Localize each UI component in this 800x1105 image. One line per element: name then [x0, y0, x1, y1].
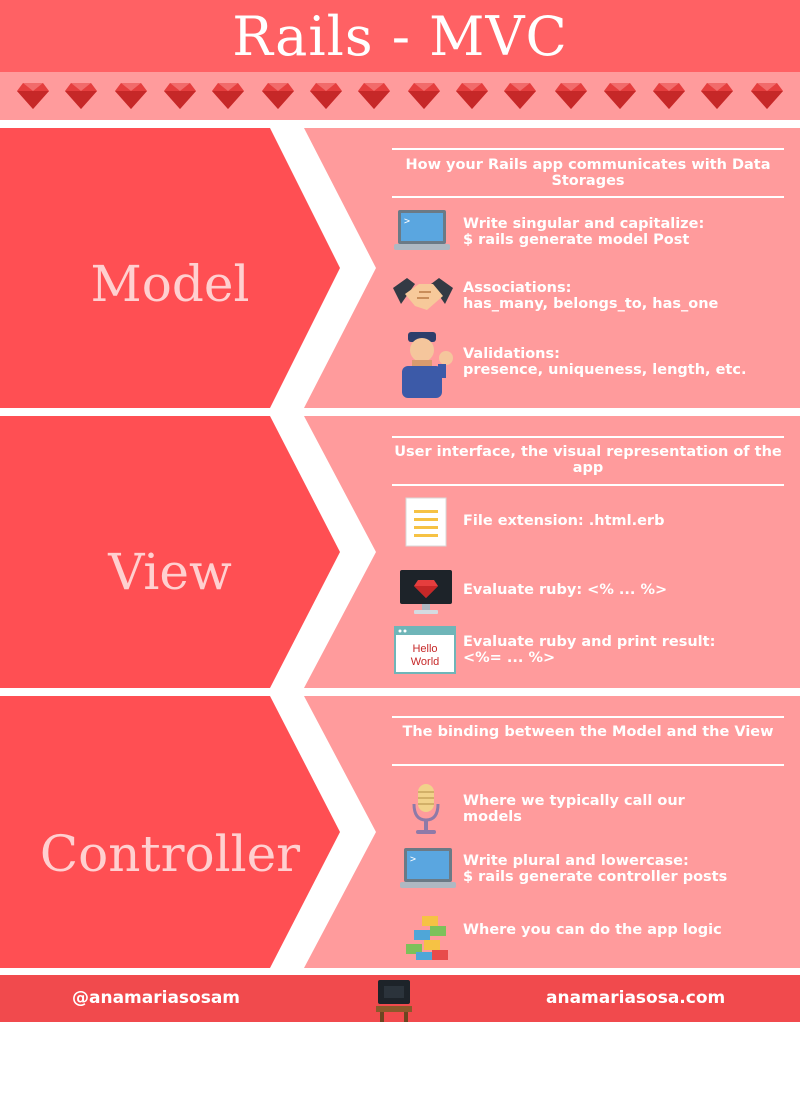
model-chevron: [0, 128, 340, 408]
handshake-icon: [393, 278, 453, 310]
page-title: Rails - MVC: [232, 5, 568, 68]
document-icon: [405, 497, 447, 547]
footer-handle[interactable]: @anamariasosam: [72, 988, 241, 1008]
ruby-gem-icon: [212, 83, 244, 109]
model-item-1-line-1: Write singular and capitalize:: [463, 216, 705, 232]
controller-heading: The binding between the Model and the Vi…: [402, 724, 774, 740]
view-item-2-line-1: Evaluate ruby: <% ... %>: [463, 582, 668, 598]
view-heading: User interface, the visual representatio…: [394, 444, 782, 476]
police-officer-icon: [402, 332, 453, 398]
model-label: Model: [90, 255, 250, 313]
controller-heading-bottom-rule: [392, 764, 784, 766]
ruby-gem-icon: [751, 83, 783, 109]
controller-item-1-line-2: models: [463, 809, 522, 825]
ruby-gem-icon: [701, 83, 733, 109]
view-label: View: [108, 543, 232, 601]
view-item-3-line-2: <%= ... %>: [463, 650, 556, 666]
controller-label: Controller: [39, 825, 301, 883]
view-chevron: [0, 416, 340, 688]
ruby-gem-icon: [653, 83, 685, 109]
controller-item-2-line-2: $ rails generate controller posts: [463, 869, 728, 885]
model-item-3-line-2: presence, uniqueness, length, etc.: [463, 362, 747, 378]
world-text: World: [411, 656, 440, 668]
microphone-icon: [412, 784, 440, 834]
ruby-gem-icon: [555, 83, 587, 109]
ruby-gem-icon: [358, 83, 390, 109]
model-heading-bottom-rule: [392, 196, 784, 198]
model-item-3-line-1: Validations:: [463, 346, 560, 362]
view-heading-bottom-rule: [392, 484, 784, 486]
title-bar: [0, 0, 800, 72]
footer-website[interactable]: anamariasosa.com: [546, 988, 726, 1008]
ruby-gem-icon: [504, 83, 536, 109]
ruby-gem-icon: [456, 83, 488, 109]
view-item-3-line-1: Evaluate ruby and print result:: [463, 634, 716, 650]
controller-item-3-line-1: Where you can do the app logic: [463, 922, 722, 938]
hello-world-browser-icon: Hello World: [394, 626, 456, 674]
ruby-gem-icon: [262, 83, 294, 109]
svg-text:>: >: [404, 216, 410, 227]
ruby-gem-strip: [0, 72, 800, 120]
ruby-gem-icon: [17, 83, 49, 109]
model-heading-top-rule: [392, 148, 784, 150]
lego-blocks-icon: [406, 916, 448, 960]
model-item-2-line-1: Associations:: [463, 280, 572, 296]
controller-heading-top-rule: [392, 716, 784, 718]
svg-text:>: >: [410, 854, 416, 865]
laptop-icon: >: [400, 848, 456, 888]
hello-text: Hello: [412, 643, 437, 655]
controller-chevron: [0, 696, 340, 968]
ruby-gem-icon: [604, 83, 636, 109]
ruby-gem-icon: [115, 83, 147, 109]
ruby-gem-icon: [164, 83, 196, 109]
developer-at-desk-icon: [376, 980, 412, 1022]
ruby-gem-icon: [65, 83, 97, 109]
controller-item-2-line-1: Write plural and lowercase:: [463, 853, 689, 869]
model-item-1-line-2: $ rails generate model Post: [463, 232, 690, 248]
ruby-gem-icon: [408, 83, 440, 109]
view-item-1-line-1: File extension: .html.erb: [463, 513, 665, 529]
model-heading: How your Rails app communicates with Dat…: [405, 157, 771, 189]
model-item-2-line-2: has_many, belongs_to, has_one: [463, 296, 719, 312]
monitor-ruby-icon: [400, 570, 452, 614]
controller-item-1-line-1: Where we typically call our: [463, 793, 685, 809]
view-heading-top-rule: [392, 436, 784, 438]
laptop-icon: >: [394, 210, 450, 250]
ruby-gem-icon: [310, 83, 342, 109]
